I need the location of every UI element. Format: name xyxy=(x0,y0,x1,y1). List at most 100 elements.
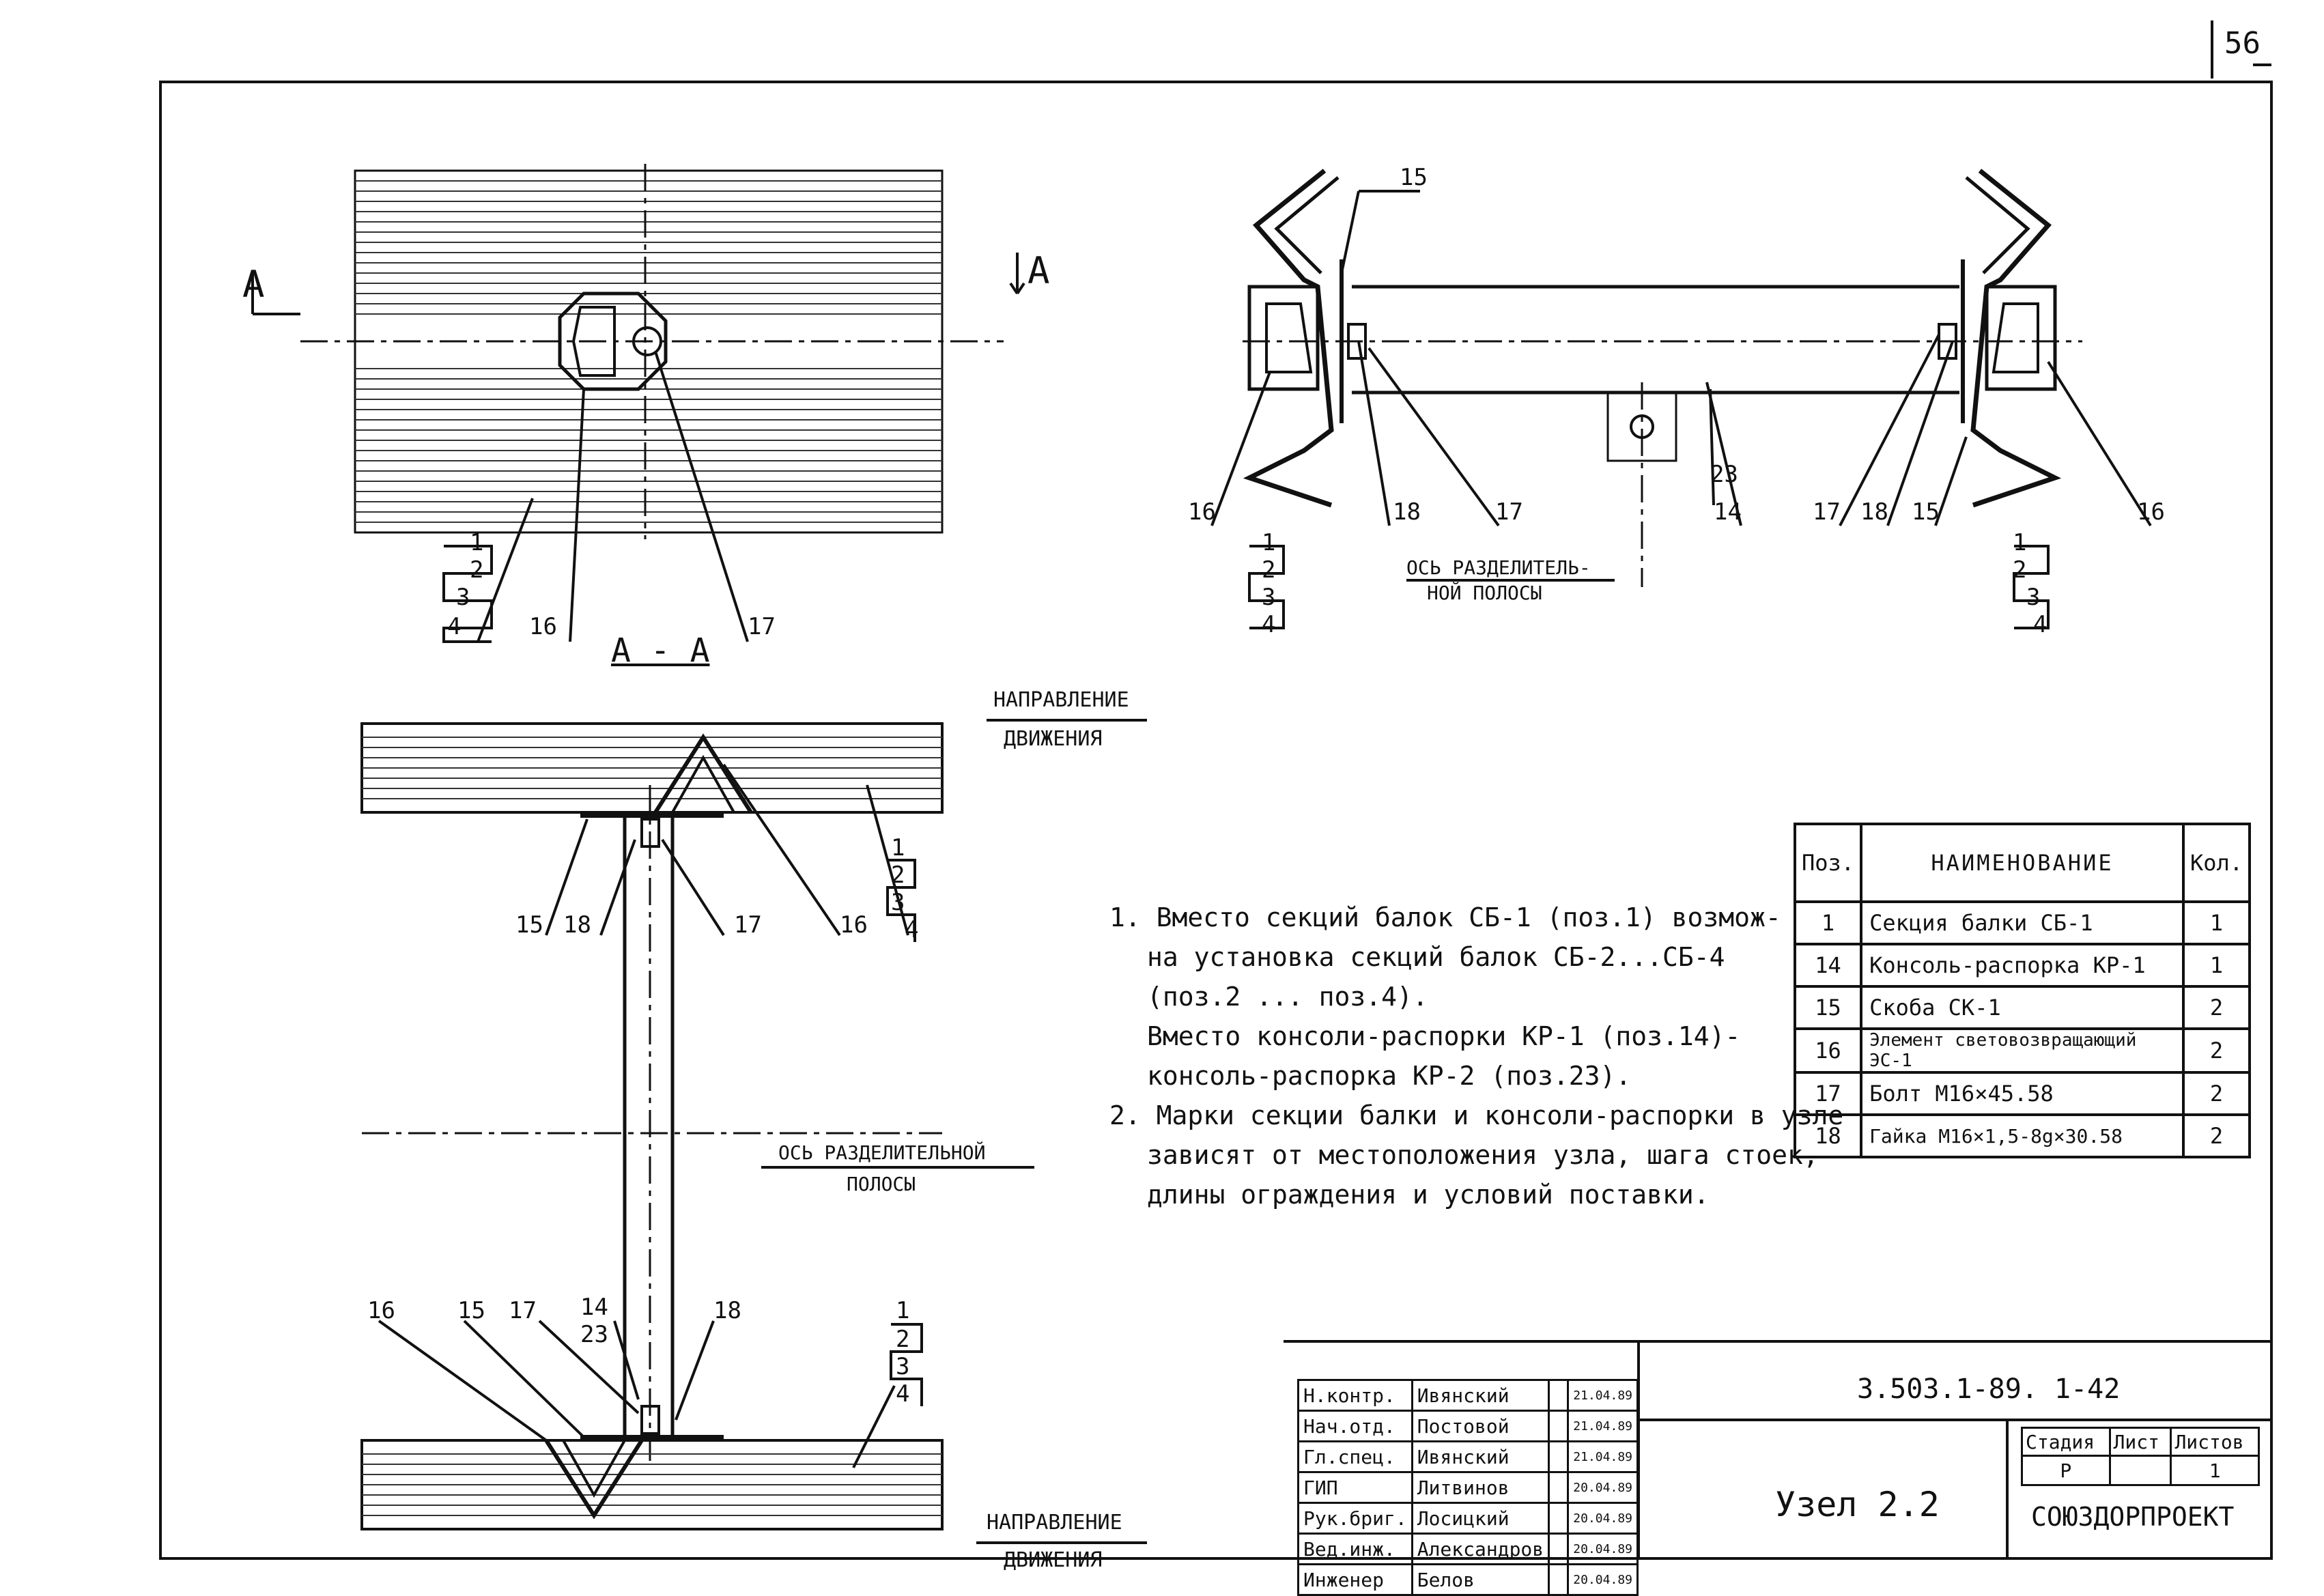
callout: 2 xyxy=(896,1326,910,1353)
callout: 16 xyxy=(529,613,557,640)
callout: 4 xyxy=(896,1380,910,1408)
sig-date: 21.04.89 xyxy=(1567,1379,1639,1412)
table-row: 14 Консоль-распорка КР-1 1 xyxy=(1793,943,2252,988)
callout: 2 xyxy=(2013,556,2027,584)
callout: 4 xyxy=(905,916,919,943)
callout: 16 xyxy=(840,911,868,939)
sig-signature xyxy=(1548,1502,1570,1535)
table-row: 17 Болт М16×45.58 2 xyxy=(1793,1071,2252,1116)
callout: 17 xyxy=(509,1297,537,1324)
callout: 16 xyxy=(1188,498,1216,526)
callout: 17 xyxy=(748,613,776,640)
spec-table: Поз. Наименование Кол. 1 Секция балки СБ… xyxy=(1793,823,2252,1158)
sig-date: 20.04.89 xyxy=(1567,1502,1639,1535)
callout: 2 xyxy=(470,556,484,584)
sig-date: 21.04.89 xyxy=(1567,1440,1639,1473)
organization-name: Союздорпроект xyxy=(2031,1502,2235,1532)
callout: 16 xyxy=(367,1297,395,1324)
callout: 18 xyxy=(1860,498,1888,526)
note-line: консоль-распорка КР-2 (поз.23). xyxy=(1147,1061,1632,1091)
doc-code: 3.503.1-89. 1-42 xyxy=(1857,1373,2121,1405)
sig-name: Ивянский xyxy=(1411,1379,1550,1412)
spec-cell: Элемент световозвращающий ЭС-1 xyxy=(1860,1027,2185,1074)
direction-label-top-2: движения xyxy=(1004,727,1103,751)
sig-name: Литвинов xyxy=(1411,1471,1550,1504)
spec-header-pos: Поз. xyxy=(1793,823,1863,903)
spec-cell: Скоба СК-1 xyxy=(1860,985,2185,1030)
stage-header: Лист xyxy=(2108,1427,2172,1457)
table-row: 18 Гайка М16×1,5-8g×30.58 2 xyxy=(1793,1113,2252,1158)
callout: 18 xyxy=(713,1297,741,1324)
sig-signature xyxy=(1548,1533,1570,1565)
spec-cell: 1 xyxy=(1793,900,1863,945)
table-row: Стадия Лист Листов xyxy=(2021,1427,2260,1457)
sig-signature xyxy=(1548,1410,1570,1442)
sig-signature xyxy=(1548,1563,1570,1596)
callout: 18 xyxy=(563,911,591,939)
direction-label-bottom-1: Направление xyxy=(987,1511,1122,1535)
callout: 3 xyxy=(2026,584,2041,611)
table-row: 16 Элемент световозвращающий ЭС-1 2 xyxy=(1793,1027,2252,1074)
sig-name: Александров xyxy=(1411,1533,1550,1565)
sig-signature xyxy=(1548,1471,1570,1504)
callout: 15 xyxy=(457,1297,485,1324)
drawing-title: Узел 2.2 xyxy=(1775,1485,1940,1524)
title-block-frame xyxy=(1284,1340,2271,1558)
spec-cell: 15 xyxy=(1793,985,1863,1030)
callout: 2 xyxy=(891,861,905,889)
sig-name: Ивянский xyxy=(1411,1440,1550,1473)
sig-name: Постовой xyxy=(1411,1410,1550,1442)
callout: 1 xyxy=(891,834,905,861)
direction-label-top-1: Направление xyxy=(993,688,1129,712)
elevation-view xyxy=(1210,169,2152,629)
stage-value xyxy=(2108,1455,2172,1486)
spec-header-qty: Кол. xyxy=(2181,823,2252,903)
callout: 4 xyxy=(1262,611,1276,638)
sig-role: Нач.отд. xyxy=(1297,1410,1413,1442)
sig-signature xyxy=(1548,1379,1570,1412)
callout: 4 xyxy=(447,613,462,640)
callout: 23 xyxy=(580,1321,608,1348)
direction-label-bottom-2: движения xyxy=(1004,1548,1103,1572)
spec-cell: 18 xyxy=(1793,1113,1863,1158)
callout: 16 xyxy=(2137,498,2165,526)
spec-cell: 17 xyxy=(1793,1071,1863,1116)
spec-cell: 2 xyxy=(2181,1071,2252,1116)
divider-label-bottom-2: полосы xyxy=(847,1173,916,1195)
table-row: Р 1 xyxy=(2021,1455,2260,1486)
spec-cell: 1 xyxy=(2181,900,2252,945)
callout: 15 xyxy=(1912,498,1940,526)
sheet-frame xyxy=(159,81,2273,1560)
sig-role: Вед.инж. xyxy=(1297,1533,1413,1565)
callout: 3 xyxy=(456,584,470,611)
section-mark-right: A xyxy=(1028,249,1050,292)
note-line: на установка секций балок СБ-2...СБ-4 xyxy=(1147,942,1725,972)
callout: 3 xyxy=(1262,584,1276,611)
callout: 23 xyxy=(1710,461,1738,488)
callout: 2 xyxy=(1262,556,1276,584)
sig-role: Рук.бриг. xyxy=(1297,1502,1413,1535)
sig-date: 20.04.89 xyxy=(1567,1533,1639,1565)
callout: 17 xyxy=(1495,498,1523,526)
callout: 18 xyxy=(1393,498,1421,526)
callout: 3 xyxy=(891,889,905,916)
table-row: 1 Секция балки СБ-1 1 xyxy=(1793,900,2252,945)
spec-cell: 14 xyxy=(1793,943,1863,988)
callout: 17 xyxy=(1813,498,1841,526)
callout: 1 xyxy=(2013,529,2027,556)
spec-header-name: Наименование xyxy=(1860,823,2185,903)
note-line: зависят от местоположения узла, шага сто… xyxy=(1147,1140,1819,1170)
callout: 15 xyxy=(515,911,543,939)
spec-cell: 2 xyxy=(2181,1113,2252,1158)
plan-view xyxy=(251,164,1025,643)
callout: 1 xyxy=(896,1297,910,1324)
spec-cell: Консоль-распорка КР-1 xyxy=(1860,943,2185,988)
stage-header: Стадия xyxy=(2021,1427,2111,1457)
callout: 4 xyxy=(2033,611,2047,638)
